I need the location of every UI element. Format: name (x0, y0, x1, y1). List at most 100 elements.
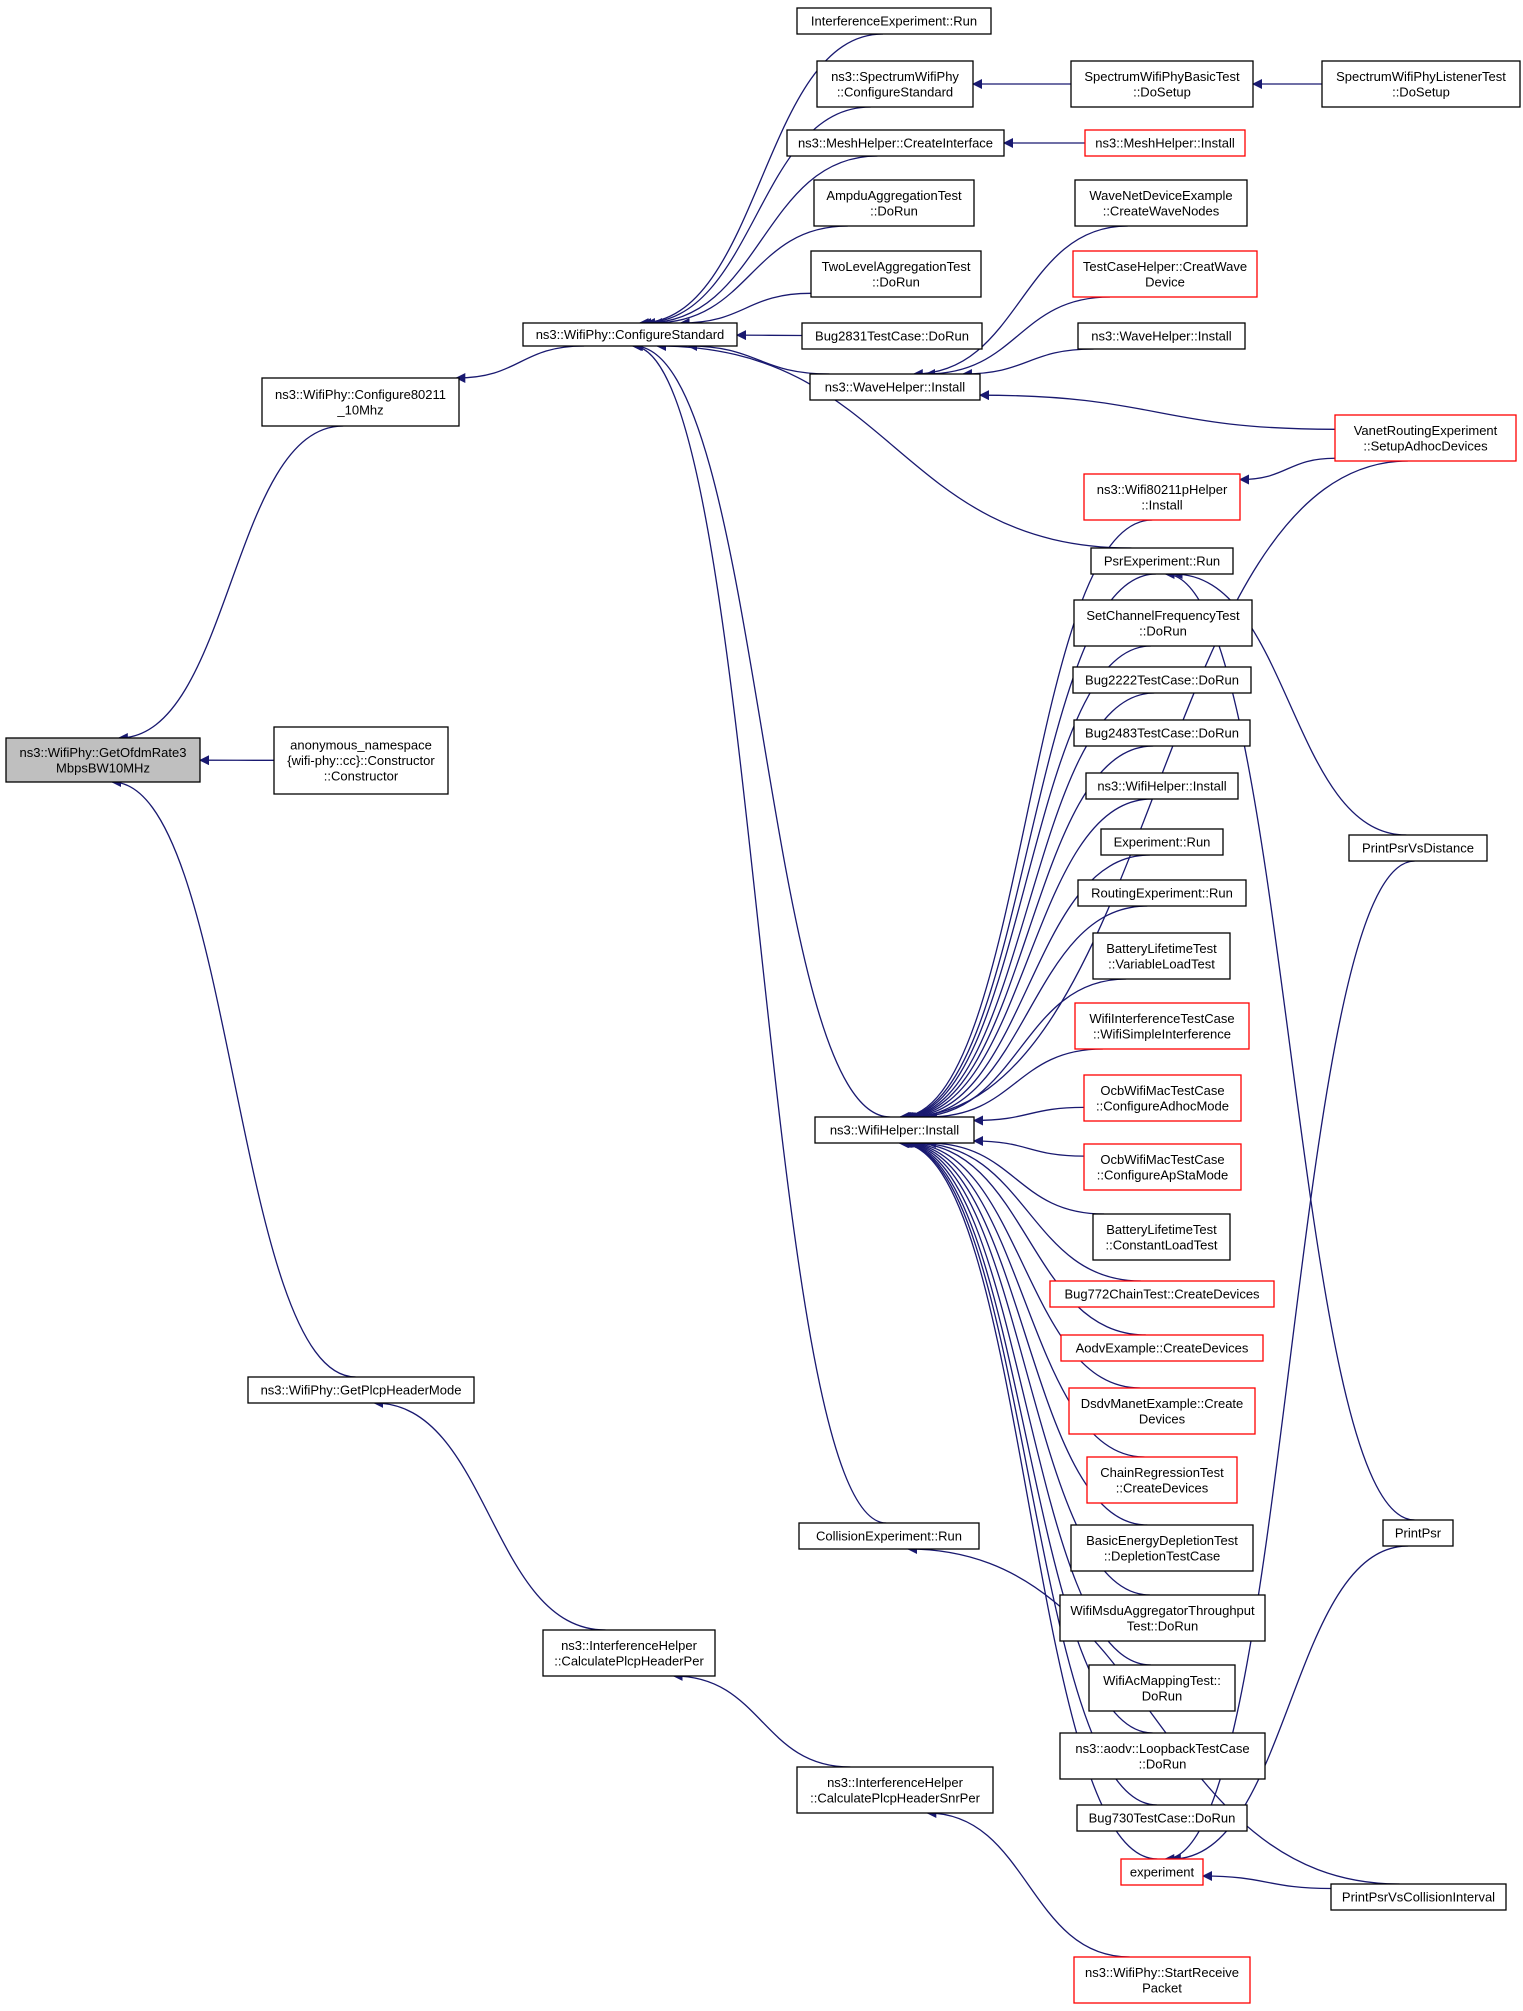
node-ocbAdhoc[interactable]: OcbWifiMacTestCase::ConfigureAdhocMode (1083, 1074, 1242, 1122)
node-label: ::SetupAdhocDevices (1363, 438, 1488, 453)
node-box (1049, 1280, 1275, 1308)
edge-waveNet-to-waveInst (912, 225, 1128, 379)
node-interfRun[interactable]: InterferenceExperiment::Run (796, 7, 992, 35)
node-specBasic[interactable]: SpectrumWifiPhyBasicTest::DoSetup (1070, 60, 1254, 108)
node-box (1120, 1858, 1204, 1886)
node-label: Bug2483TestCase::DoRun (1085, 726, 1239, 741)
node-label: Bug730TestCase::DoRun (1089, 1811, 1236, 1826)
node-vanet[interactable]: VanetRoutingExperiment::SetupAdhocDevice… (1334, 414, 1517, 462)
node-label: {wifi-phy::cc}::Constructor (287, 753, 435, 768)
node-wifiInst2[interactable]: ns3::WifiHelper::Install (1085, 772, 1239, 800)
node-label: Bug772ChainTest::CreateDevices (1064, 1287, 1260, 1302)
node-label: ns3::WifiPhy::Configure80211 (275, 387, 446, 402)
node-label: PrintPsrVsDistance (1362, 841, 1474, 856)
node-box (1072, 666, 1252, 694)
node-acMap[interactable]: WifiAcMappingTest::DoRun (1088, 1664, 1236, 1712)
node-meshCI[interactable]: ns3::MeshHelper::CreateInterface (786, 129, 1005, 157)
node-waveInst[interactable]: ns3::WaveHelper::Install (809, 373, 981, 401)
node-w80211p[interactable]: ns3::Wifi80211pHelper::Install (1083, 473, 1241, 521)
node-bug772[interactable]: Bug772ChainTest::CreateDevices (1049, 1280, 1275, 1308)
node-box (1059, 1732, 1266, 1780)
node-chainReg[interactable]: ChainRegressionTest::CreateDevices (1086, 1456, 1238, 1504)
node-calcPer[interactable]: ns3::InterferenceHelper::CalculatePlcpHe… (542, 1629, 716, 1677)
node-twoLevel[interactable]: TwoLevelAggregationTest::DoRun (810, 250, 982, 298)
node-label: Devices (1139, 1411, 1186, 1426)
edge-vanet-to-waveInst (979, 390, 1336, 430)
node-meshInst[interactable]: ns3::MeshHelper::Install (1084, 129, 1246, 157)
node-label: ::DoRun (872, 274, 920, 289)
node-label: DoRun (1142, 1688, 1182, 1703)
node-box (1073, 1956, 1251, 2004)
node-label: ns3::SpectrumWifiPhy (831, 69, 959, 84)
node-waveInst2[interactable]: ns3::WaveHelper::Install (1077, 322, 1246, 350)
node-label: InterferenceExperiment::Run (811, 14, 977, 29)
node-box (1083, 1143, 1242, 1191)
node-box (247, 1376, 475, 1404)
node-setChan[interactable]: SetChannelFrequencyTest::DoRun (1073, 599, 1253, 647)
node-specCfg[interactable]: ns3::SpectrumWifiPhy::ConfigureStandard (816, 60, 974, 108)
node-label: OcbWifiMacTestCase (1100, 1152, 1224, 1167)
node-printDist[interactable]: PrintPsrVsDistance (1348, 834, 1488, 862)
edge-waveInst2-to-waveInst (961, 348, 1094, 379)
node-routRun[interactable]: RoutingExperiment::Run (1077, 879, 1247, 907)
edge-printDist-to-psrRun (1172, 569, 1407, 836)
node-psrRun[interactable]: PsrExperiment::Run (1090, 547, 1234, 575)
node-bug2483[interactable]: Bug2483TestCase::DoRun (1073, 719, 1251, 747)
node-ocbApSta[interactable]: OcbWifiMacTestCase::ConfigureApStaMode (1083, 1143, 1242, 1191)
node-label: WifiAcMappingTest:: (1103, 1673, 1221, 1688)
node-collRun[interactable]: CollisionExperiment::Run (798, 1522, 980, 1550)
node-box (810, 250, 982, 298)
node-box (813, 179, 975, 227)
node-label: SpectrumWifiPhyBasicTest (1084, 69, 1240, 84)
node-specListen[interactable]: SpectrumWifiPhyListenerTest::DoSetup (1321, 60, 1521, 108)
node-box (1084, 129, 1246, 157)
node-calcSnr[interactable]: ns3::InterferenceHelper::CalculatePlcpHe… (796, 1766, 994, 1814)
node-cfg10[interactable]: ns3::WifiPhy::Configure80211_10Mhz (261, 377, 460, 427)
node-ampdu[interactable]: AmpduAggregationTest::DoRun (813, 179, 975, 227)
edge-expRun-to-wifiInst (905, 854, 1150, 1122)
node-box (1073, 599, 1253, 647)
node-aodvLoop[interactable]: ns3::aodv::LoopbackTestCase::DoRun (1059, 1732, 1266, 1780)
node-box (809, 373, 981, 401)
node-label: VanetRoutingExperiment (1354, 423, 1498, 438)
node-box (1330, 1883, 1507, 1911)
node-box (786, 129, 1005, 157)
edge-basicEnergy-to-wifiInst (901, 1138, 1148, 1526)
node-label: OcbWifiMacTestCase (1100, 1083, 1224, 1098)
node-experiment[interactable]: experiment (1120, 1858, 1204, 1886)
node-bug730[interactable]: Bug730TestCase::DoRun (1076, 1804, 1248, 1832)
node-battVar[interactable]: BatteryLifetimeTest::VariableLoadTest (1092, 932, 1231, 980)
node-printColl[interactable]: PrintPsrVsCollisionInterval (1330, 1883, 1507, 1911)
node-basicEnergy[interactable]: BasicEnergyDepletionTest::DepletionTestC… (1070, 1524, 1254, 1572)
node-printPsr[interactable]: PrintPsr (1382, 1519, 1454, 1547)
node-box (1060, 1334, 1264, 1362)
node-battConst[interactable]: BatteryLifetimeTest::ConstantLoadTest (1092, 1213, 1231, 1261)
node-dsdv[interactable]: DsdvManetExample::CreateDevices (1068, 1387, 1256, 1435)
edge-twoLevel-to-cfgStd (679, 292, 812, 328)
node-plcpMode[interactable]: ns3::WifiPhy::GetPlcpHeaderMode (247, 1376, 475, 1404)
edge-tcHelper-to-waveInst (925, 296, 1111, 379)
node-anon[interactable]: anonymous_namespace{wifi-phy::cc}::Const… (273, 726, 449, 795)
node-waveNet[interactable]: WaveNetDeviceExample::CreateWaveNodes (1074, 179, 1248, 227)
node-box (1321, 60, 1521, 108)
node-label: ChainRegressionTest (1100, 1465, 1224, 1480)
node-label: Bug2831TestCase::DoRun (815, 329, 969, 344)
node-wifiInterf[interactable]: WifiInterferenceTestCase::WifiSimpleInte… (1074, 1002, 1250, 1050)
node-label: PsrExperiment::Run (1104, 554, 1220, 569)
edge-interfRun-to-cfgStd (638, 33, 884, 328)
node-bug2222[interactable]: Bug2222TestCase::DoRun (1072, 666, 1252, 694)
node-aodvEx[interactable]: AodvExample::CreateDevices (1060, 1334, 1264, 1362)
node-box (1072, 250, 1258, 298)
node-label: ::ConfigureApStaMode (1097, 1167, 1229, 1182)
node-box (1092, 1213, 1231, 1261)
node-cfgStd[interactable]: ns3::WifiPhy::ConfigureStandard (522, 322, 738, 347)
node-expRun[interactable]: Experiment::Run (1100, 828, 1224, 856)
node-wifiInst[interactable]: ns3::WifiHelper::Install (814, 1116, 975, 1144)
node-bug2831[interactable]: Bug2831TestCase::DoRun (801, 322, 983, 350)
node-box (542, 1629, 716, 1677)
